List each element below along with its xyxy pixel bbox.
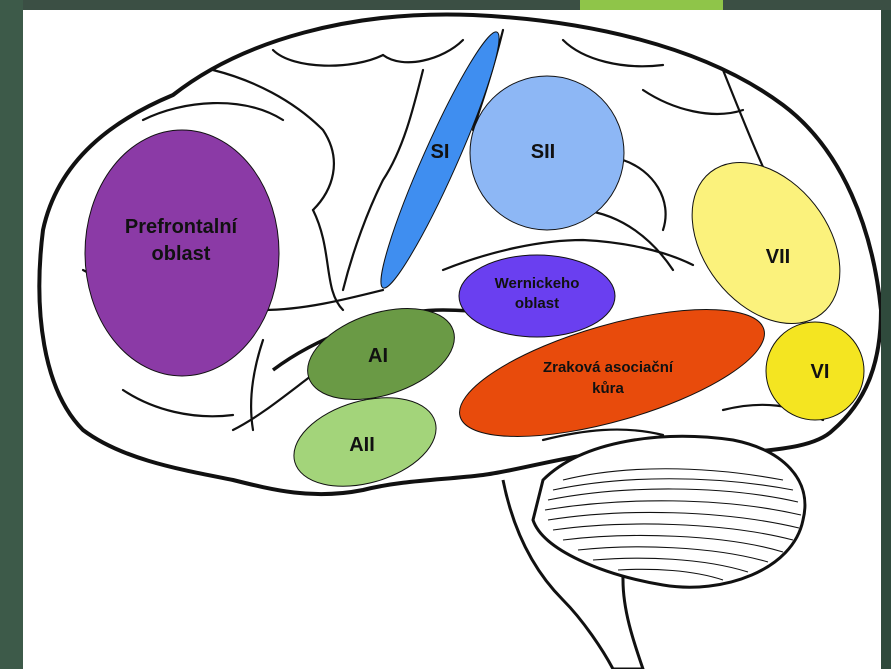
sii-region (469, 75, 625, 231)
sii-label: SII (531, 141, 555, 163)
accent-tab (580, 0, 723, 10)
wernicke-label-line1: Wernickeho (495, 275, 580, 292)
visual-association-label-line2: kůra (592, 380, 624, 397)
prefrontal-label-line2: oblast (152, 243, 211, 265)
visual-association-label-line1: Zraková asociační (543, 359, 674, 376)
top-frame-strip (0, 0, 891, 10)
brain-diagram: Prefrontalní oblast SI SII Wernickeho ob… (37, 12, 881, 669)
left-frame-bar (0, 0, 23, 669)
prefrontal-label-line1: Prefrontalní (125, 216, 239, 238)
vii-label: VII (766, 246, 790, 268)
cerebellum (531, 434, 807, 589)
ai-region (307, 307, 455, 401)
vi-region (765, 321, 865, 421)
wernicke-label-line2: oblast (515, 295, 559, 312)
si-region (380, 31, 500, 289)
ai-label: AI (368, 345, 388, 367)
vii-region (691, 161, 841, 325)
aii-region (293, 397, 437, 487)
visual-association-region (459, 309, 765, 437)
prefrontal-region (84, 129, 280, 377)
si-label: SI (431, 141, 450, 163)
wernicke-region (458, 254, 616, 338)
vi-label: VI (811, 361, 830, 383)
diagram-slide: Prefrontalní oblast SI SII Wernickeho ob… (23, 10, 881, 669)
aii-label: AII (349, 434, 375, 456)
